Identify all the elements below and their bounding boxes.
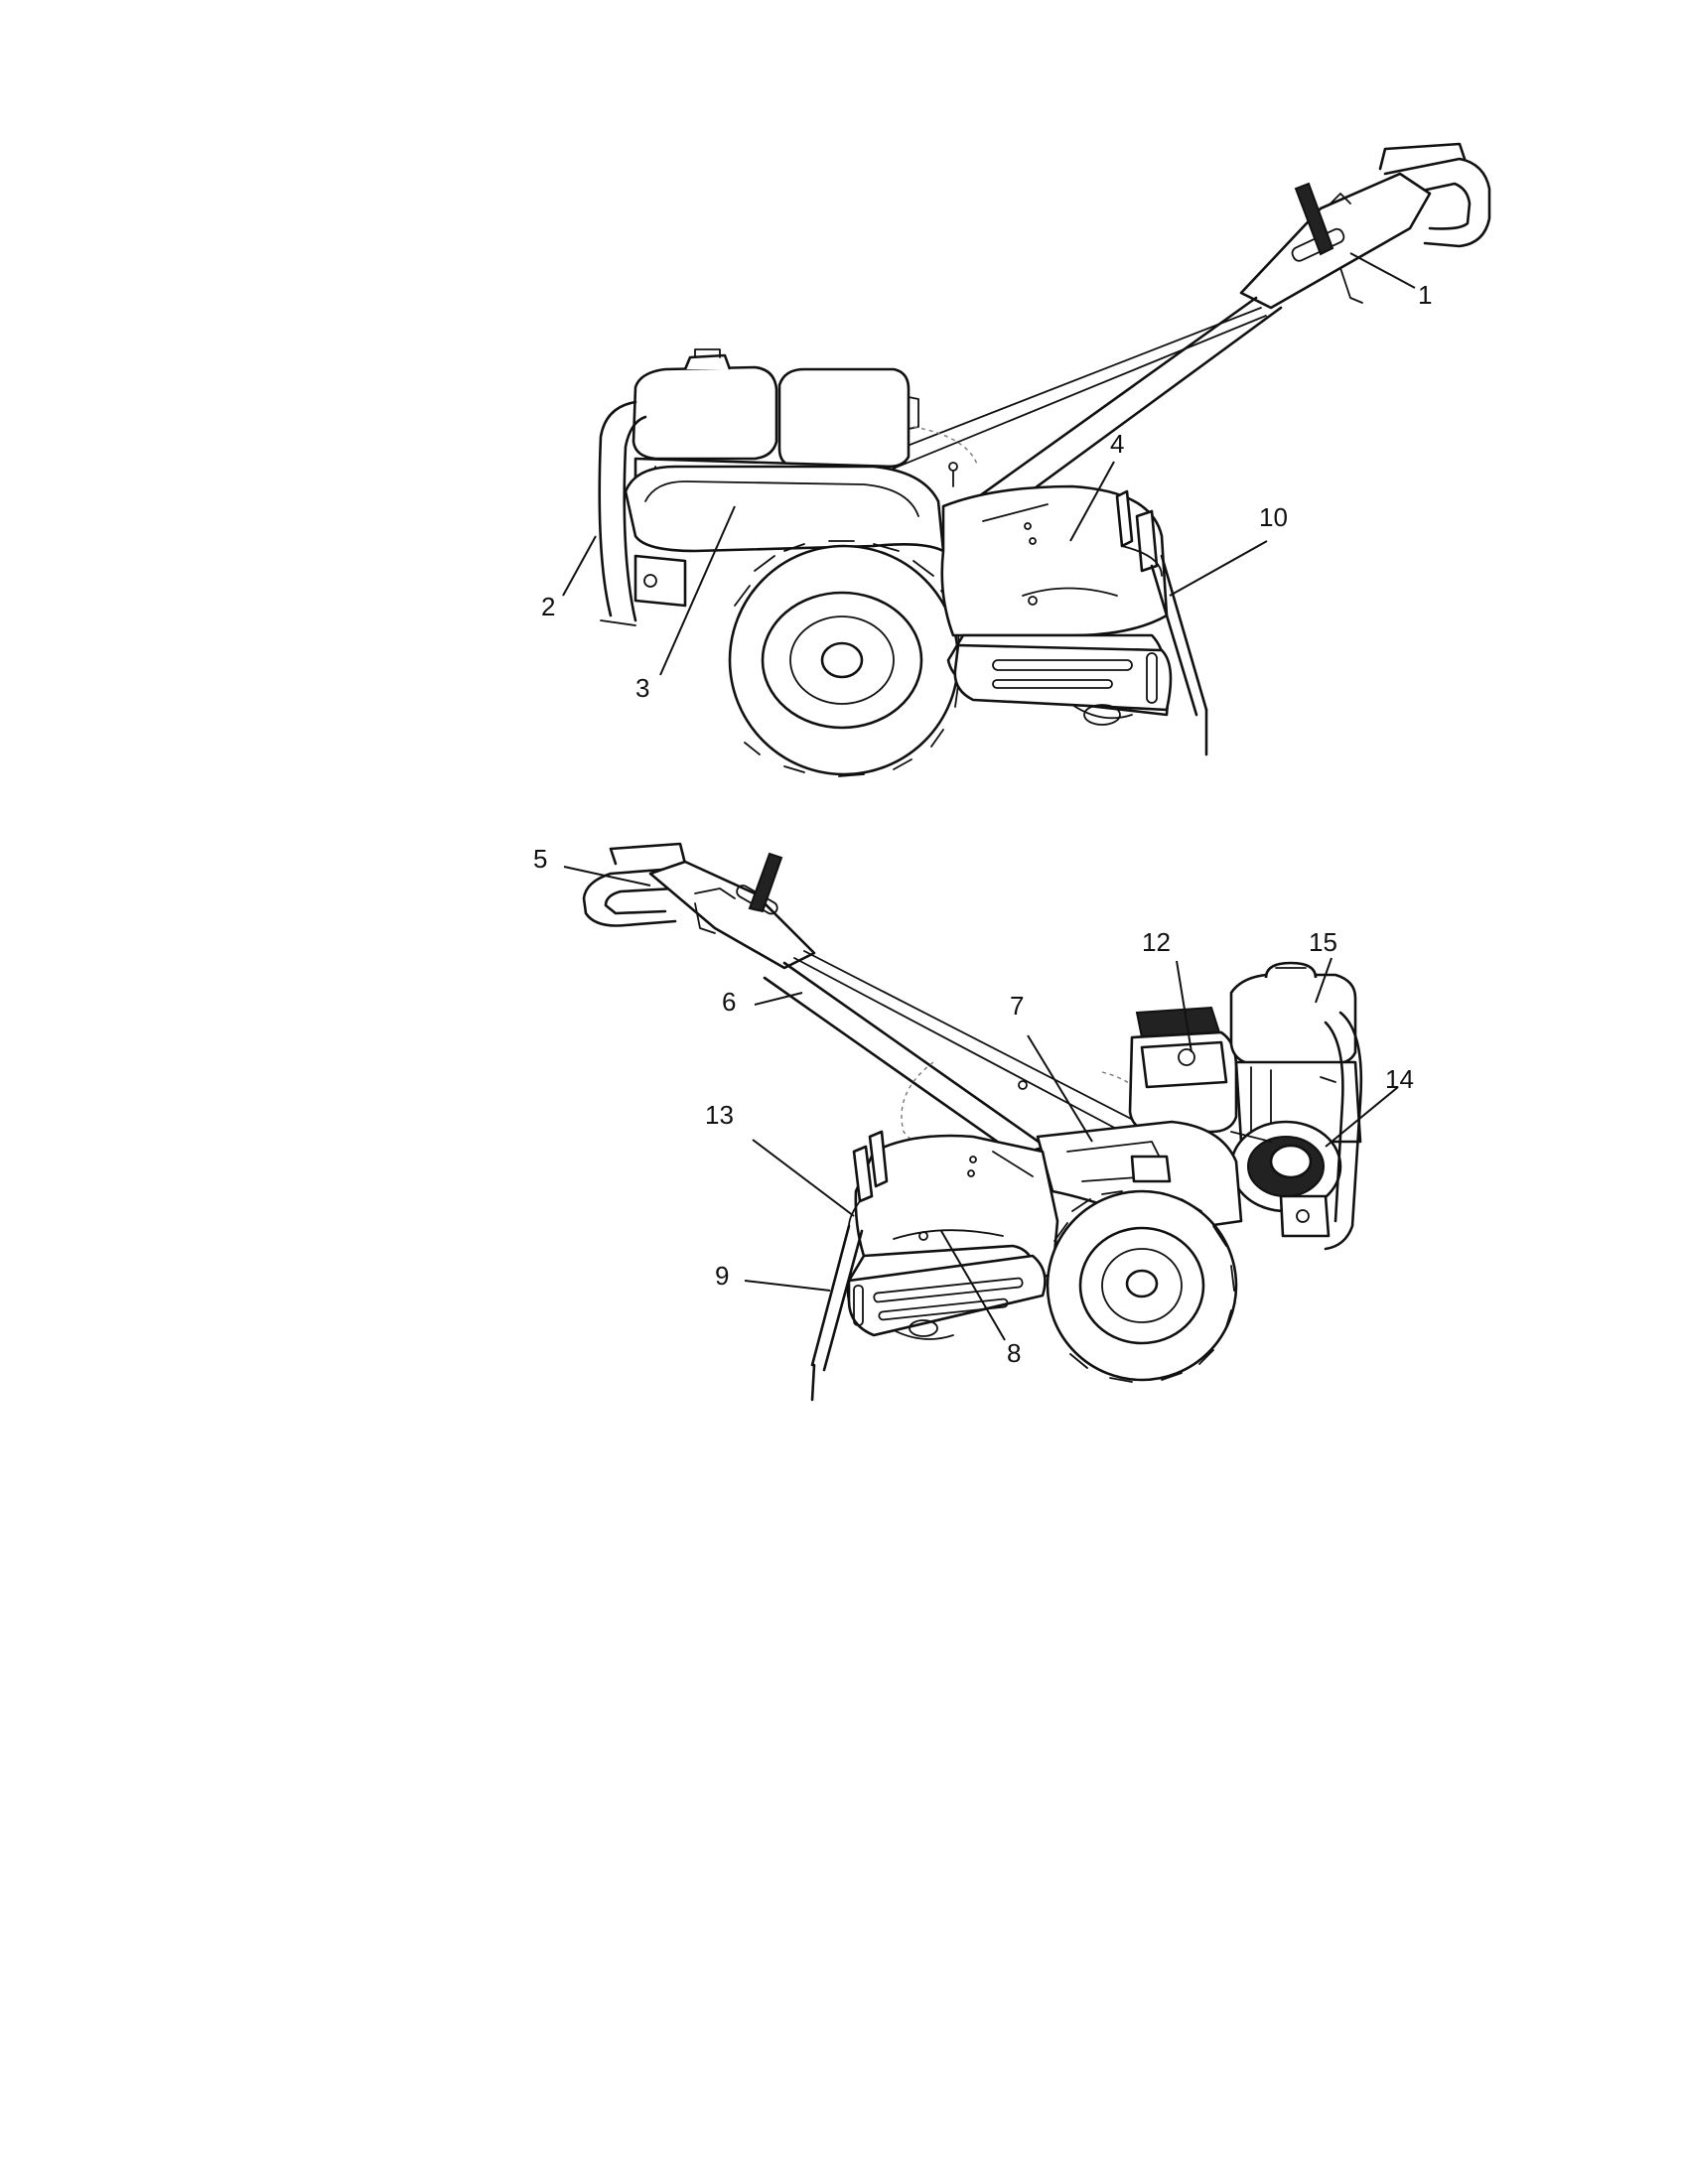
callout-3: 3 — [635, 673, 649, 703]
callout-2: 2 — [541, 592, 555, 621]
callout-15: 15 — [1309, 927, 1337, 957]
callout-14: 14 — [1385, 1064, 1414, 1094]
callout-5: 5 — [533, 844, 547, 874]
callout-12: 12 — [1142, 927, 1171, 957]
callout-13: 13 — [705, 1100, 734, 1130]
callout-9: 9 — [715, 1261, 729, 1291]
callout-labels: 1 2 3 4 5 6 7 8 9 10 12 13 14 15 — [533, 280, 1432, 1368]
callout-8: 8 — [1007, 1338, 1021, 1368]
callout-7: 7 — [1010, 991, 1024, 1021]
callout-1: 1 — [1418, 280, 1432, 310]
tiller-left-side-view — [598, 142, 1491, 777]
callout-leaders — [562, 252, 1416, 1341]
callout-10: 10 — [1259, 502, 1288, 532]
callout-4: 4 — [1110, 429, 1124, 459]
callout-6: 6 — [722, 987, 736, 1017]
tiller-right-side-view — [582, 842, 1363, 1402]
